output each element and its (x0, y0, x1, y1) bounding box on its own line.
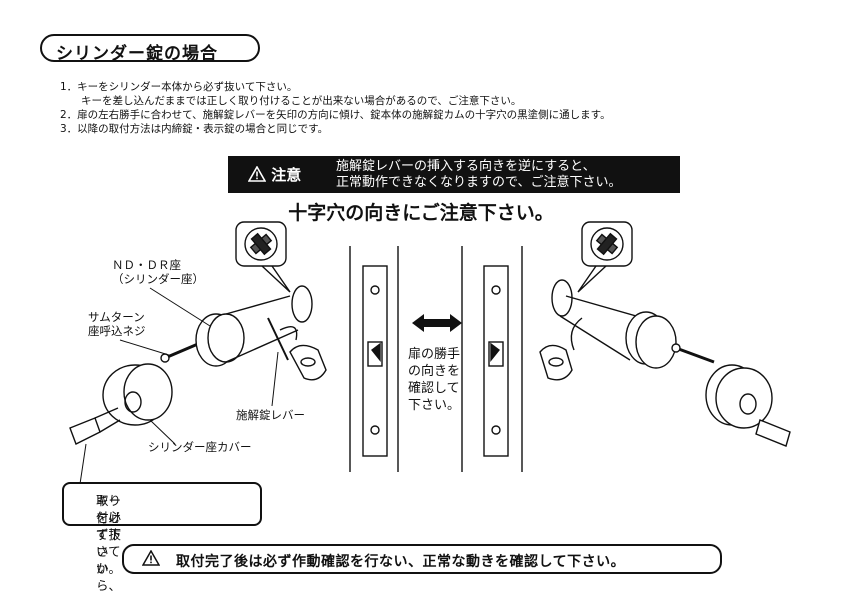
warning-message: 施解錠レバーの挿入する向きを逆にすると、 正常動作できなくなりますので、ご注意下… (336, 159, 622, 190)
bottom-notice-text: 取付完了後は必ず作動確認を行ない、正常な動きを確認して下さい。 (176, 554, 626, 570)
step-3: 3．以降の取付方法は内締錠・表示錠の場合と同じです。 (60, 123, 329, 135)
warning-banner: 注意 施解錠レバーの挿入する向きを逆にすると、 正常動作できなくなりますので、ご… (228, 156, 680, 193)
label-nd-dr-seat: ＮＤ・ＤＲ座 （シリンダー座） (112, 258, 204, 286)
right-cylinder-assembly (551, 279, 791, 447)
step-2: 2．扉の左右勝手に合わせて、施解錠レバーを矢印の方向に傾け、錠本体の施解錠カムの… (60, 109, 611, 121)
warning-tag: 注意 (247, 164, 301, 185)
step-1: 1．キーをシリンダー本体から必ず抜いて下さい。 (60, 81, 298, 93)
left-latch-plate (289, 344, 327, 381)
right-latch-plate (539, 344, 573, 381)
door-edge-left (349, 246, 399, 472)
warning-triangle-icon (247, 165, 267, 182)
left-cylinder-assembly (69, 285, 313, 445)
label-door-hand: 扉の勝手 の向きを 確認して 下さい。 (408, 347, 461, 413)
cross-hole-icon-right (577, 221, 633, 293)
bottom-notice-box: 取付完了後は必ず作動確認を行ない、正常な動きを確認して下さい。 (122, 544, 722, 574)
label-lever: 施解錠レバー (236, 408, 305, 422)
door-edge-right (461, 246, 523, 472)
double-arrow-icon (412, 314, 462, 332)
instruction-steps: 1．キーをシリンダー本体から必ず抜いて下さい。 キーを差し込んだままでは正しく取… (60, 80, 611, 136)
warning-triangle-icon (142, 550, 160, 566)
section-title-box: シリンダー錠の場合 (40, 34, 260, 64)
key-removal-callout: キーを必ず抜いてから、 取り付けて下さい。 (62, 482, 262, 593)
label-thumbturn-screw: サムターン 座呼込ネジ (88, 310, 146, 338)
label-cylinder-cover: シリンダー座カバー (148, 440, 252, 454)
headline: 十字穴の向きにご注意下さい。 (288, 202, 554, 224)
section-title: シリンダー錠の場合 (56, 44, 218, 64)
step-1-note: キーを差し込んだままでは正しく取り付けることが出来ない場合があるので、ご注意下さ… (60, 95, 522, 107)
cross-hole-icon-left (235, 221, 291, 293)
